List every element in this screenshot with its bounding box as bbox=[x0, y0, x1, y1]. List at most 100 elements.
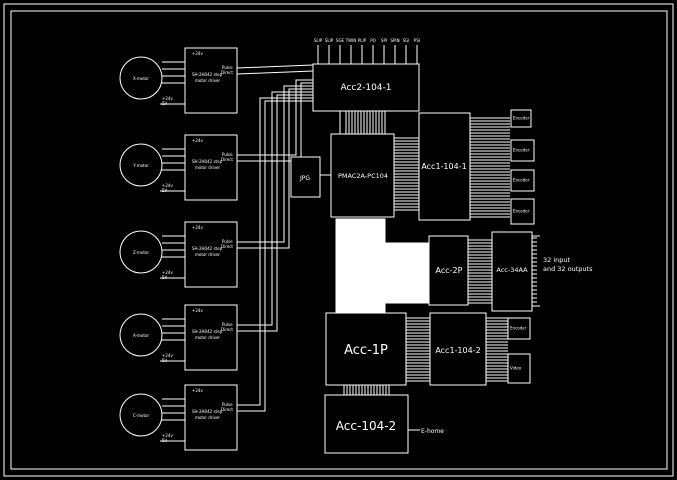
outer-frame bbox=[3, 3, 674, 477]
acc2-104-1-label: Acc2-104-1 bbox=[340, 83, 391, 93]
jpg-label: JPG bbox=[299, 175, 310, 182]
top-pin-label: SLIP bbox=[325, 38, 334, 43]
top-pin-label: TWIN bbox=[345, 38, 357, 43]
driver-line1: SH-2H042 step bbox=[192, 409, 223, 414]
direct-label: Direct bbox=[221, 407, 233, 412]
io-label-line1: 32 input bbox=[543, 256, 571, 264]
motor-circle bbox=[119, 143, 163, 187]
driver-v1: +24v bbox=[192, 138, 203, 143]
driver-box bbox=[184, 134, 238, 201]
top-pin-label: PSI bbox=[414, 38, 420, 43]
device-box bbox=[510, 109, 532, 128]
acc34aa-label: Acc-34AA bbox=[496, 266, 528, 274]
acc104-2-label: Acc-104-2 bbox=[336, 419, 396, 433]
pulse-label: Pulse bbox=[222, 65, 233, 70]
top-pin-label: SGE bbox=[336, 38, 345, 43]
driver-line1: SH-2H042 step bbox=[192, 246, 223, 251]
driver-v1: +24v bbox=[192, 308, 203, 313]
device-label: Encoder bbox=[513, 178, 530, 183]
motor-circle bbox=[119, 393, 163, 437]
motor-circle bbox=[119, 230, 163, 274]
device-label: Video bbox=[510, 366, 522, 371]
driver-box bbox=[184, 304, 238, 371]
driver-v2: +24v bbox=[162, 270, 173, 275]
motor-circle bbox=[119, 56, 163, 100]
device-label: Encoder bbox=[513, 209, 530, 214]
connection-lines bbox=[320, 111, 540, 307]
device-label: Encoder bbox=[510, 326, 527, 331]
direct-label: Direct bbox=[221, 70, 233, 75]
top-pin-label: SLIP bbox=[314, 38, 323, 43]
driver-line2: motor driver bbox=[195, 335, 220, 340]
motor-label: Z-motor bbox=[133, 250, 149, 255]
block-acc2-104-1: Acc2-104-1 bbox=[312, 63, 420, 112]
block-pmac: PMAC2A-PC104 bbox=[330, 133, 395, 218]
driver-box bbox=[184, 47, 238, 114]
driver-line1: SH-2H042 step bbox=[192, 72, 223, 77]
pulse-label: Pulse bbox=[222, 152, 233, 157]
top-pin-label: PLIP bbox=[358, 38, 367, 43]
motor-label: C-motor bbox=[133, 413, 150, 418]
top-pin-label: SGI bbox=[403, 38, 410, 43]
device-box bbox=[510, 139, 535, 162]
block-acc104-2: Acc-104-2 bbox=[324, 394, 409, 454]
e-home-label: E-home bbox=[421, 428, 444, 435]
inner-frame bbox=[10, 10, 668, 470]
driver-line2: motor driver bbox=[195, 252, 220, 257]
pulse-label: Pulse bbox=[222, 402, 233, 407]
pulse-label: Pulse bbox=[222, 322, 233, 327]
device-box bbox=[510, 198, 535, 225]
driver-box bbox=[184, 384, 238, 451]
device-label: Encoder bbox=[513, 148, 530, 153]
driver-v1: +24v bbox=[192, 51, 203, 56]
driver-v2: +24v bbox=[162, 96, 173, 101]
pulse-label: Pulse bbox=[222, 239, 233, 244]
driver-line2: motor driver bbox=[195, 165, 220, 170]
top-pin-label: PO bbox=[370, 38, 376, 43]
driver-line2: motor driver bbox=[195, 78, 220, 83]
cable-bundles bbox=[343, 111, 537, 395]
block-acc34aa: Acc-34AA bbox=[491, 231, 533, 312]
device-box bbox=[510, 169, 535, 192]
acc1-104-2-label: Acc1-104-2 bbox=[435, 346, 480, 355]
block-jpg: JPG bbox=[290, 156, 321, 198]
motor-label: X-motor bbox=[133, 76, 149, 81]
driver-v2: +24v bbox=[162, 353, 173, 358]
device-box bbox=[507, 353, 531, 384]
motor-circle bbox=[119, 313, 163, 357]
direct-label: Direct bbox=[221, 244, 233, 249]
block-acc2p: Acc-2P bbox=[428, 235, 469, 306]
acc1-104-1-label: Acc1-104-1 bbox=[421, 162, 466, 171]
top-pin-label: SPIN bbox=[390, 38, 399, 43]
driver-box bbox=[184, 221, 238, 288]
top-pin-label: SPI bbox=[381, 38, 387, 43]
driver-line1: SH-2H042 step bbox=[192, 159, 223, 164]
block-acc1-104-2: Acc1-104-2 bbox=[429, 312, 487, 386]
direct-label: Direct bbox=[221, 327, 233, 332]
driver-line1: SH-2H042 step bbox=[192, 329, 223, 334]
driver-v1: +24v bbox=[192, 388, 203, 393]
driver-v1: +24v bbox=[192, 225, 203, 230]
direct-label: Direct bbox=[221, 157, 233, 162]
motor-label: A-motor bbox=[133, 333, 149, 338]
pmac-label: PMAC2A-PC104 bbox=[338, 172, 388, 180]
motor-label: Y-motor bbox=[132, 163, 149, 168]
acc1p-label: Acc-1P bbox=[344, 343, 388, 358]
io-label-line2: and 32 outputs bbox=[543, 265, 593, 273]
driver-v2: +24v bbox=[162, 183, 173, 188]
device-box bbox=[507, 317, 531, 340]
driver-v2: +24v bbox=[162, 433, 173, 438]
driver-line2: motor driver bbox=[195, 415, 220, 420]
device-label: Encoder bbox=[513, 116, 530, 121]
acc2p-label: Acc-2P bbox=[436, 266, 463, 275]
block-acc1p: Acc-1P bbox=[325, 312, 407, 386]
block-acc1-104-1: Acc1-104-1 bbox=[418, 112, 471, 221]
